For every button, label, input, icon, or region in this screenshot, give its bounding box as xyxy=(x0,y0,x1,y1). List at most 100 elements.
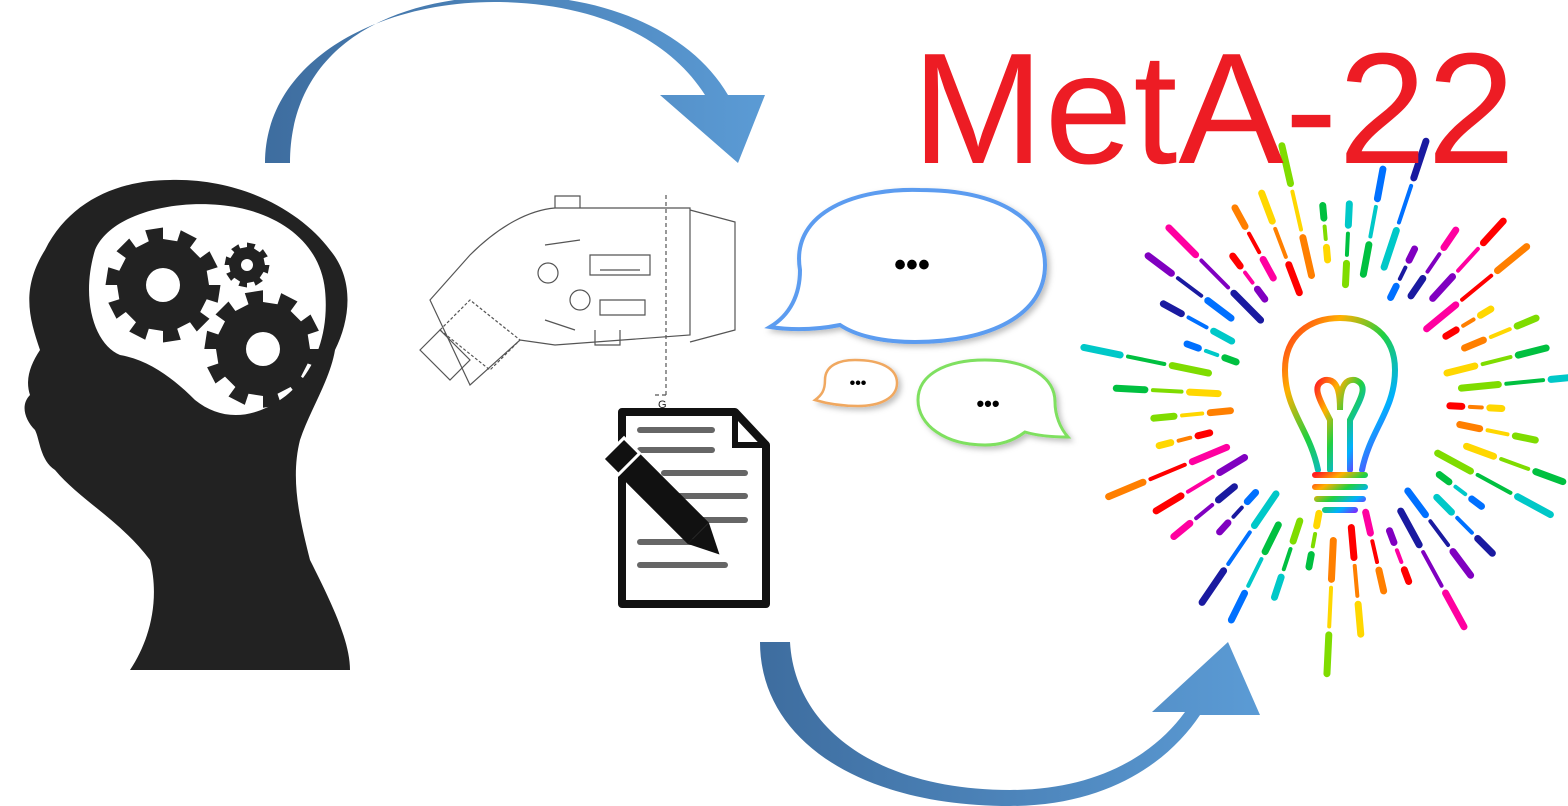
ray-dash xyxy=(1386,527,1398,546)
ray-dash xyxy=(1322,224,1328,241)
ray-dash xyxy=(1203,348,1220,358)
ray-dash xyxy=(1155,439,1175,450)
ray-dash xyxy=(1460,273,1494,302)
ray-dash xyxy=(1468,495,1485,510)
ray-dash xyxy=(1221,354,1240,366)
ray-dash xyxy=(1446,402,1466,410)
ray-dash xyxy=(1175,276,1204,298)
ray-dash xyxy=(1394,548,1404,564)
ray-dash xyxy=(1148,462,1187,482)
ray-dash xyxy=(1261,521,1282,556)
speech-bubble-medium xyxy=(916,358,1072,447)
ray-dash xyxy=(1514,344,1550,359)
ray-dash xyxy=(1243,270,1255,285)
ray-dash xyxy=(1449,548,1475,579)
ray-dash xyxy=(1480,355,1513,367)
ray-dash xyxy=(1514,493,1554,519)
hydraulic-pump-drawing xyxy=(419,195,736,396)
ray-dash xyxy=(1185,474,1215,494)
ray-dash xyxy=(1488,327,1512,340)
ray-dash xyxy=(1322,243,1332,264)
bottom-curved-arrow xyxy=(760,642,1260,806)
document-edit-icon xyxy=(600,408,770,608)
ray-dash xyxy=(1206,407,1234,417)
ray-dash xyxy=(1198,567,1228,606)
ray-dash xyxy=(1344,231,1350,257)
ray-dash xyxy=(1105,478,1147,501)
speech-bubble-large xyxy=(764,187,1048,345)
ray-dash xyxy=(1270,573,1285,601)
ray-dash xyxy=(1368,204,1378,239)
ray-dash xyxy=(1290,189,1304,232)
ray-dash xyxy=(1380,226,1400,271)
bubble-medium-text: ••• xyxy=(976,391,999,416)
ray-dash xyxy=(1373,165,1387,203)
ray-dash xyxy=(1486,404,1506,413)
ray-dash xyxy=(1281,547,1293,572)
ray-dash xyxy=(1259,255,1277,282)
ray-dash xyxy=(1375,566,1388,595)
ray-dash xyxy=(1231,204,1249,230)
gear-hole xyxy=(246,332,280,366)
ray-dash xyxy=(1442,589,1468,631)
ray-dash xyxy=(1463,442,1498,460)
ray-dash xyxy=(1165,224,1200,259)
ray-dash xyxy=(1313,509,1323,530)
ray-dash xyxy=(1453,484,1468,497)
ray-dash xyxy=(1112,384,1149,394)
ray-dash xyxy=(1511,432,1539,444)
ray-dash xyxy=(1485,428,1510,437)
ray-dash xyxy=(1440,226,1460,251)
ray-dash xyxy=(1327,585,1334,629)
idea-rays xyxy=(1080,137,1568,678)
ray-dash xyxy=(1407,274,1427,300)
ray-dash xyxy=(1323,631,1333,678)
ray-dash xyxy=(1170,519,1194,541)
ray-dash xyxy=(1387,282,1400,301)
ray-dash xyxy=(1150,412,1178,422)
ray-dash xyxy=(1327,537,1337,583)
ray-dash xyxy=(1396,183,1414,225)
ray-dash xyxy=(1258,189,1276,225)
ray-dash xyxy=(1194,429,1214,440)
ray-dash xyxy=(1310,531,1318,549)
ray-dash xyxy=(1186,315,1209,330)
ray-dash xyxy=(1250,490,1280,530)
ray-dash xyxy=(1247,231,1262,255)
ray-dash xyxy=(1405,245,1419,264)
ray-dash xyxy=(1144,252,1175,277)
ray-dash xyxy=(1305,551,1315,571)
ray-dash xyxy=(1421,550,1444,588)
ray-dash xyxy=(1428,519,1451,547)
gear-hole xyxy=(146,268,180,302)
speech-bubble-small xyxy=(812,358,899,408)
ray-dash xyxy=(1359,241,1373,278)
ray-dash xyxy=(1397,265,1408,281)
ray-dash xyxy=(1433,493,1455,516)
ray-dash xyxy=(1152,492,1185,515)
ray-dash xyxy=(1443,362,1479,377)
ray-dash xyxy=(1199,258,1231,290)
ray-dash xyxy=(1504,378,1546,386)
ray-dash xyxy=(1475,472,1513,495)
ray-dash xyxy=(1183,340,1202,352)
ray-dash xyxy=(1499,457,1531,471)
ray-dash xyxy=(1159,300,1185,318)
ray-dash xyxy=(1479,217,1507,247)
meta-22-title: MetA-22 xyxy=(912,21,1517,197)
ray-dash xyxy=(1176,435,1193,443)
ray-dash xyxy=(1410,137,1430,182)
ray-dash xyxy=(1299,234,1316,279)
ray-dash xyxy=(1547,374,1568,383)
ray-dash xyxy=(1457,381,1502,392)
ray-dash xyxy=(1341,259,1351,289)
ray-dash xyxy=(1370,539,1380,564)
ray-dash xyxy=(1352,563,1360,598)
ray-dash xyxy=(1347,524,1358,562)
ray-dash xyxy=(1188,443,1231,466)
ray-dash xyxy=(1319,202,1328,222)
ray-dash xyxy=(1226,530,1252,566)
gear-icon xyxy=(105,227,322,408)
ray-dash xyxy=(1494,243,1531,275)
